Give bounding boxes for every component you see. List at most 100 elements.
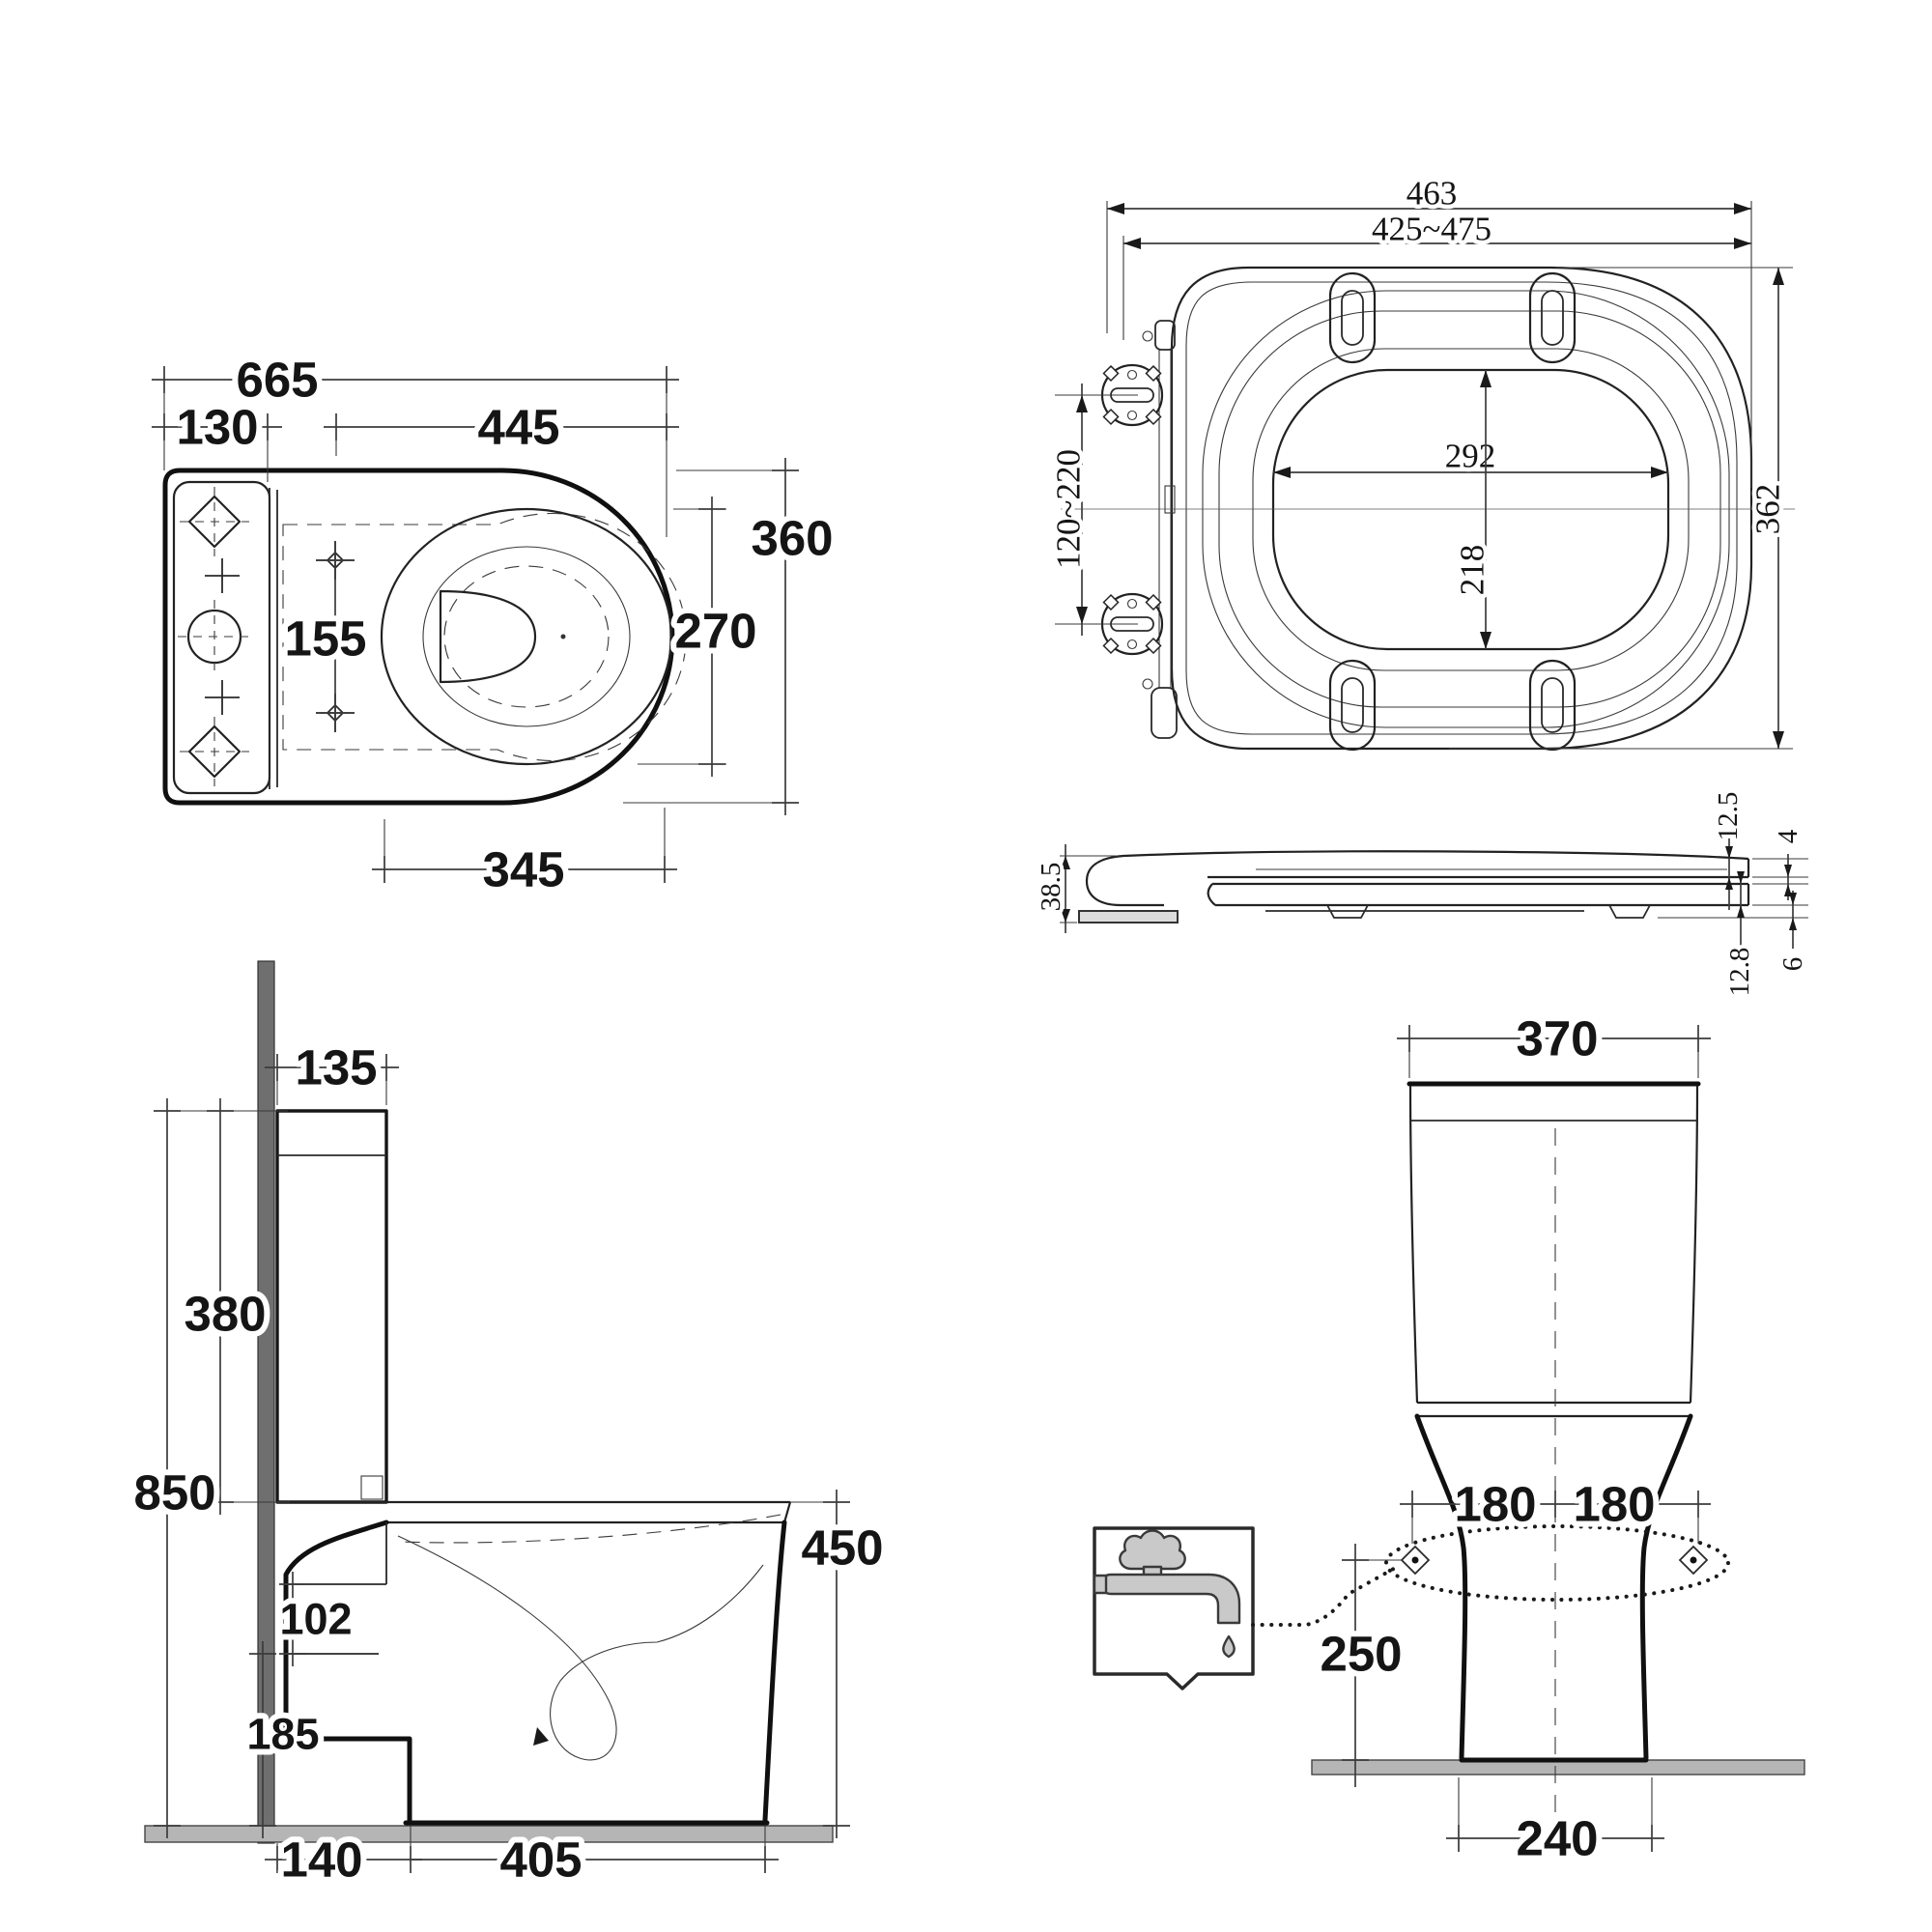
hinge-screw-hole bbox=[1126, 410, 1138, 421]
front-pedestal-left bbox=[1414, 1413, 1468, 1761]
plan-cistern-front-edge bbox=[269, 488, 278, 789]
dim-seat-opening-depth: 218 bbox=[1449, 370, 1495, 649]
bumper-slot-inner bbox=[1541, 290, 1564, 346]
mount-target-diamond-icon bbox=[187, 495, 242, 779]
faucet-inlet bbox=[1093, 1574, 1108, 1595]
mount-bolt-left bbox=[1400, 1545, 1431, 1576]
hinge-disc-notches bbox=[1102, 593, 1162, 655]
faucet-handle bbox=[1119, 1529, 1186, 1571]
dim-label-155: 155 bbox=[284, 611, 366, 667]
faucet-drip bbox=[1222, 1634, 1236, 1659]
plan-bowl-water-dashed bbox=[443, 565, 610, 708]
dim-label-665: 665 bbox=[236, 353, 318, 408]
bumper-slot-outer bbox=[1528, 271, 1577, 364]
dim-label-450: 450 bbox=[801, 1520, 883, 1576]
mount-bolt-ellipse-dotted bbox=[1384, 1524, 1730, 1602]
dim-label-850: 850 bbox=[133, 1465, 215, 1520]
dim-label-240: 240 bbox=[1516, 1811, 1598, 1866]
dim-line bbox=[152, 413, 282, 440]
dim-line bbox=[249, 1641, 276, 1838]
plan-flush-outlet bbox=[439, 589, 537, 684]
dim-line bbox=[207, 1098, 234, 1515]
dim-label-463: 463 bbox=[1406, 175, 1458, 213]
dim-profile-ring-thickness: 12.8 bbox=[1720, 871, 1759, 1000]
faucet-box bbox=[1093, 1526, 1255, 1690]
hinge-disc-notches bbox=[1102, 364, 1162, 426]
dim-line bbox=[152, 366, 679, 393]
dim-label-270: 270 bbox=[674, 604, 756, 659]
dim-seat-outer-depth: 362 bbox=[1745, 268, 1791, 749]
front-extension-lines bbox=[1366, 1030, 1699, 1851]
hinge-bar-foot bbox=[1151, 687, 1178, 739]
mount-target-crosses bbox=[178, 487, 251, 786]
dim-label-380: 380 bbox=[184, 1287, 266, 1342]
bumper-slot-outer bbox=[1528, 659, 1577, 752]
dim-front-supply-height: 250 bbox=[1314, 1544, 1408, 1787]
hinge-screw-hole bbox=[1126, 598, 1138, 610]
bumper-slot-inner bbox=[1541, 677, 1564, 733]
front-tank-junction bbox=[1417, 1401, 1690, 1418]
side-hidden-rim-dashed bbox=[400, 1514, 781, 1544]
dim-label-4: 4 bbox=[1773, 829, 1804, 843]
mount-plus-marks bbox=[205, 558, 240, 715]
dim-label-6: 6 bbox=[1777, 957, 1808, 972]
dim-label-180-left: 180 bbox=[1454, 1477, 1536, 1532]
profile-lid bbox=[1085, 850, 1750, 907]
side-seat-slab bbox=[277, 1500, 792, 1524]
dim-plan-tank-depth: 130 bbox=[152, 394, 282, 461]
dim-front-bolt-offsets: 180 180 bbox=[1400, 1471, 1711, 1538]
dim-side-setback: 140 bbox=[265, 1827, 422, 1893]
dim-label-360: 360 bbox=[751, 511, 833, 566]
dim-side-tank-height: 380 bbox=[178, 1098, 272, 1515]
dim-arrows bbox=[1789, 893, 1797, 930]
seat-profile-view: 38.5 12.5 4 12.8 6 bbox=[1032, 788, 1812, 1001]
dim-label-370: 370 bbox=[1516, 1011, 1598, 1066]
seat-extension-lines bbox=[1055, 201, 1793, 750]
hinge-bar-top-cap bbox=[1154, 320, 1176, 351]
seat-outline-inner bbox=[1185, 281, 1738, 735]
dim-front-tank-width: 370 bbox=[1397, 1006, 1711, 1072]
water-supply-callout bbox=[1093, 1526, 1401, 1690]
plan-center-dot bbox=[560, 634, 566, 639]
flow-arrow bbox=[533, 1727, 549, 1746]
hinge-screw-hole bbox=[1126, 369, 1138, 381]
dim-label-292: 292 bbox=[1445, 438, 1496, 475]
dim-front-base-width: 240 bbox=[1446, 1805, 1664, 1872]
bolt-diamond bbox=[1678, 1545, 1709, 1576]
plan-body-outline bbox=[162, 468, 675, 806]
dim-line bbox=[279, 1572, 306, 1666]
dim-line bbox=[1342, 1544, 1369, 1787]
dim-label-445: 445 bbox=[477, 400, 559, 455]
dim-line bbox=[1400, 1491, 1711, 1518]
hinge-edge-notch bbox=[1164, 485, 1176, 514]
supply-connector-dotted bbox=[1251, 1564, 1401, 1627]
side-view: 135 380 850 102 185 140 405 450 bbox=[128, 960, 890, 1893]
plan-view: 665 130 445 155 360 270 345 bbox=[152, 347, 839, 903]
dim-arrows bbox=[1061, 856, 1070, 923]
dim-profile-bumper-height: 6 bbox=[1774, 891, 1812, 975]
dim-line bbox=[1397, 1025, 1711, 1052]
bolt-diamond bbox=[1400, 1545, 1431, 1576]
dim-plan-bowl-front-length: 345 bbox=[372, 837, 677, 903]
dim-label-250: 250 bbox=[1320, 1627, 1402, 1682]
faucet-body-spout bbox=[1099, 1573, 1241, 1625]
seat-opening bbox=[1271, 368, 1670, 651]
dim-plan-hole-spacing: 155 bbox=[278, 547, 373, 726]
dim-label-345: 345 bbox=[482, 842, 564, 897]
dim-label-405: 405 bbox=[499, 1833, 582, 1888]
dim-label-425-475: 425~475 bbox=[1372, 211, 1492, 248]
dim-side-overall-height: 850 bbox=[128, 1098, 222, 1838]
dim-line bbox=[265, 1054, 399, 1081]
dim-label-135: 135 bbox=[295, 1040, 377, 1095]
bumper-slot-outer bbox=[1328, 271, 1377, 364]
front-pedestal-right bbox=[1639, 1413, 1693, 1761]
dim-plan-overall-width: 360 bbox=[745, 458, 839, 815]
mount-bolt-right bbox=[1678, 1545, 1709, 1576]
bolt-dot bbox=[1690, 1556, 1697, 1564]
dim-line bbox=[324, 413, 679, 440]
hinge-disc-top bbox=[1100, 363, 1164, 427]
bolt-dot bbox=[1411, 1556, 1419, 1564]
hinge-screw-hole bbox=[1126, 639, 1138, 650]
